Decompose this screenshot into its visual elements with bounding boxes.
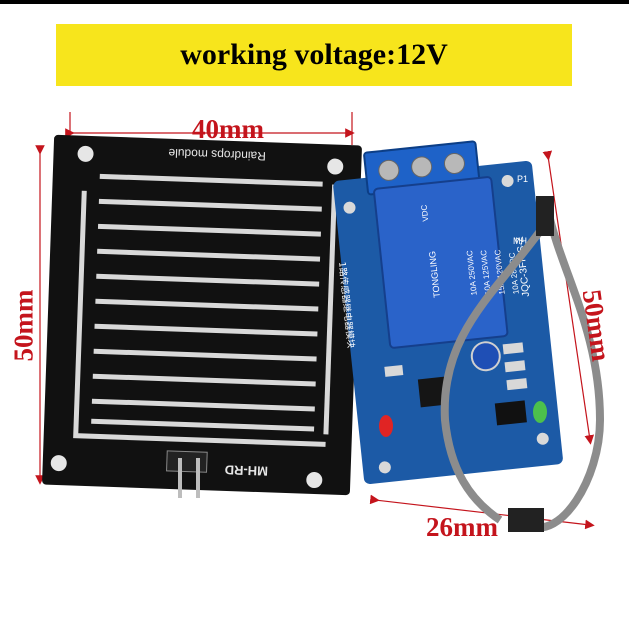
relay-silk-p1: P1 [517,174,528,184]
raindrop-label-bottom: MH-RD [224,462,268,479]
relay-silk-mh: MH [513,236,527,246]
dim-relay-width: 26mm [426,512,498,542]
raindrop-sensor-board: Raindrops module MH-RD [42,134,362,498]
banner-text: working voltage:12V [180,38,448,71]
jumper-cable [440,196,605,532]
top-border [0,0,629,4]
dim-raindrop-width: 40mm [192,114,264,144]
voltage-banner: working voltage:12V [56,24,572,86]
relay-vdc: VDC [420,204,431,222]
relay-module-board: TONGLING 10A 250VAC 10A 125VAC 15A 120VA… [333,140,563,485]
dim-raindrop-height: 50mm [8,289,39,362]
relay-brand: TONGLING [427,251,442,299]
raindrop-label-top: Raindrops module [168,146,266,163]
